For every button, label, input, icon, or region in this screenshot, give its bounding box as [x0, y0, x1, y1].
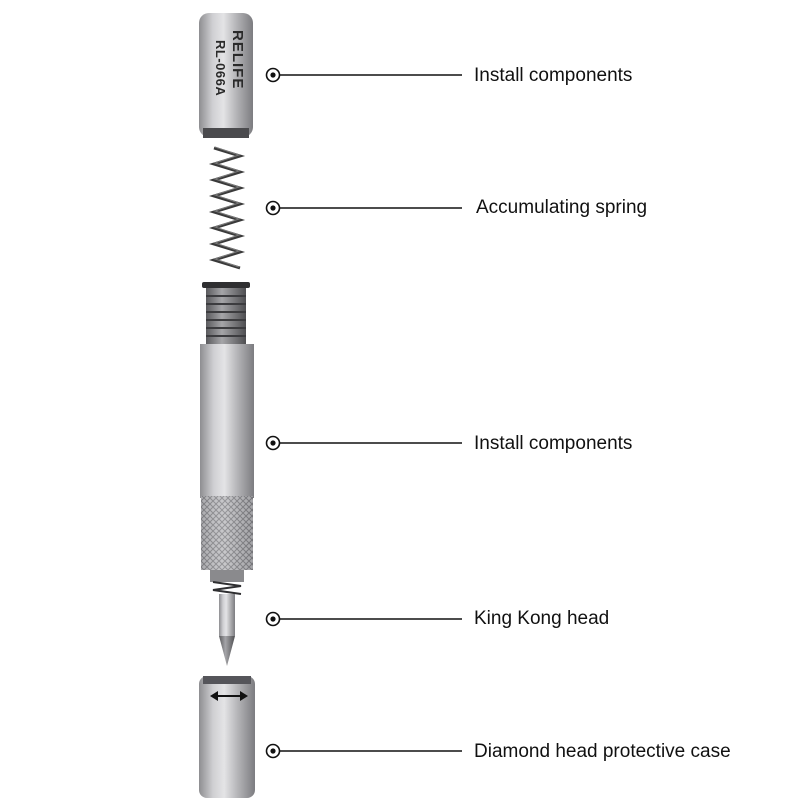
- callout-label-install-components-body: Install components: [474, 433, 633, 454]
- callout-label-accumulating-spring: Accumulating spring: [476, 197, 648, 218]
- callout-5-marker: [265, 743, 462, 759]
- main-body: [200, 344, 254, 498]
- callout-1-marker: [265, 67, 462, 83]
- callout-label-install-components-top: Install components: [474, 65, 633, 86]
- callout-3-marker: [265, 435, 462, 451]
- callout-2-marker: [265, 200, 462, 216]
- tip-collar: [210, 570, 244, 595]
- accumulating-spring-shape: [208, 146, 246, 270]
- king-kong-tip: [219, 594, 235, 666]
- callout-4-marker: [265, 611, 462, 627]
- brand-logo-text: RELIFE: [229, 30, 246, 90]
- protective-case: [199, 676, 255, 798]
- knurled-grip: [201, 496, 253, 570]
- threaded-section: [202, 282, 250, 344]
- double-arrow-icon: [210, 691, 248, 701]
- callout-label-diamond-head-protective-case: Diamond head protective case: [474, 741, 731, 762]
- callout-label-king-kong-head: King Kong head: [474, 608, 610, 629]
- top-cap: [199, 13, 253, 138]
- model-number: RL-066A: [213, 40, 228, 97]
